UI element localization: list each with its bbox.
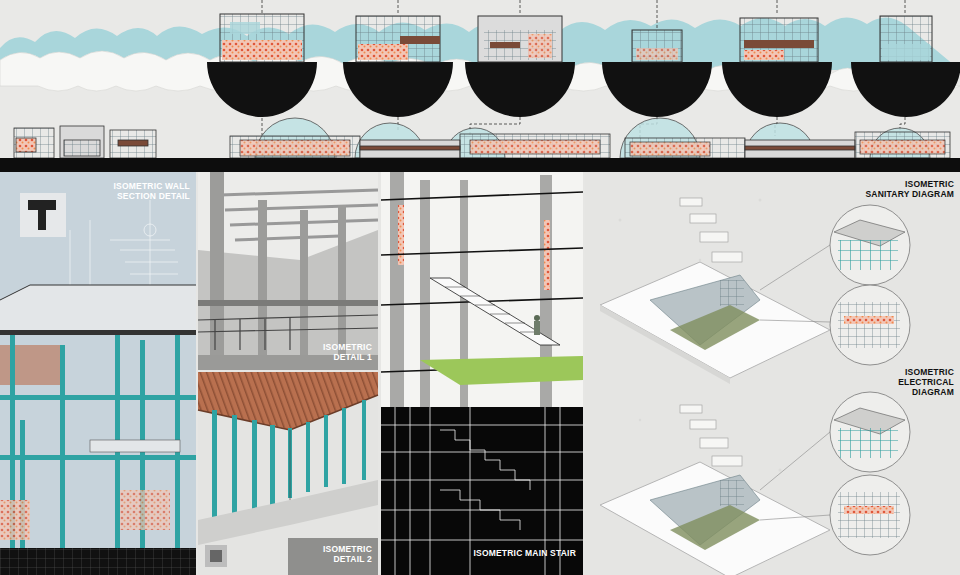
panel-title: ISOMETRIC WALL SECTION DETAIL [100, 182, 190, 202]
panel-title: ISOMETRIC DETAIL 1 [300, 343, 372, 363]
panel-title: ISOMETRIC MAIN STAIR [470, 549, 576, 559]
panel-title: ISOMETRIC ELECTRICAL DIAGRAM [862, 368, 954, 397]
panel-title: ISOMETRIC DETAIL 2 [292, 545, 372, 565]
panel-title: ISOMETRIC SANITARY DIAGRAM [862, 180, 954, 200]
